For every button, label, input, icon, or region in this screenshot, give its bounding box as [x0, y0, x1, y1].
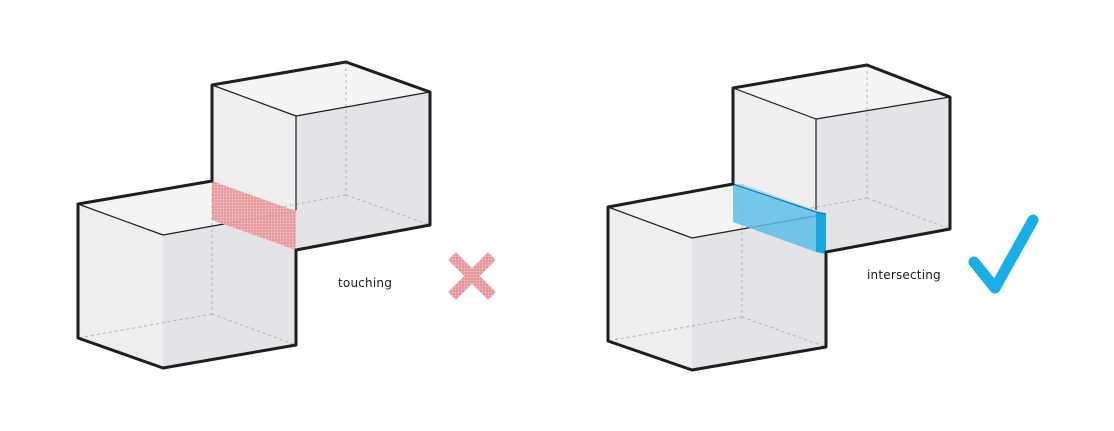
- intersecting-diagram: [606, 63, 952, 372]
- touching-outline: [76, 60, 432, 370]
- touching-panel: touching: [76, 60, 496, 370]
- touching-caption: touching: [338, 276, 393, 290]
- touching-diagram: [76, 60, 432, 370]
- intersecting-panel: intersecting: [557, 0, 1114, 431]
- contact-face: [212, 181, 296, 250]
- lower-cube: [607, 184, 827, 370]
- checkmark-icon: [968, 214, 1039, 294]
- overlap-volume: [732, 183, 827, 254]
- intersecting-outline: [606, 63, 952, 372]
- cross-icon: [448, 252, 496, 300]
- intersecting-caption: intersecting: [867, 268, 941, 282]
